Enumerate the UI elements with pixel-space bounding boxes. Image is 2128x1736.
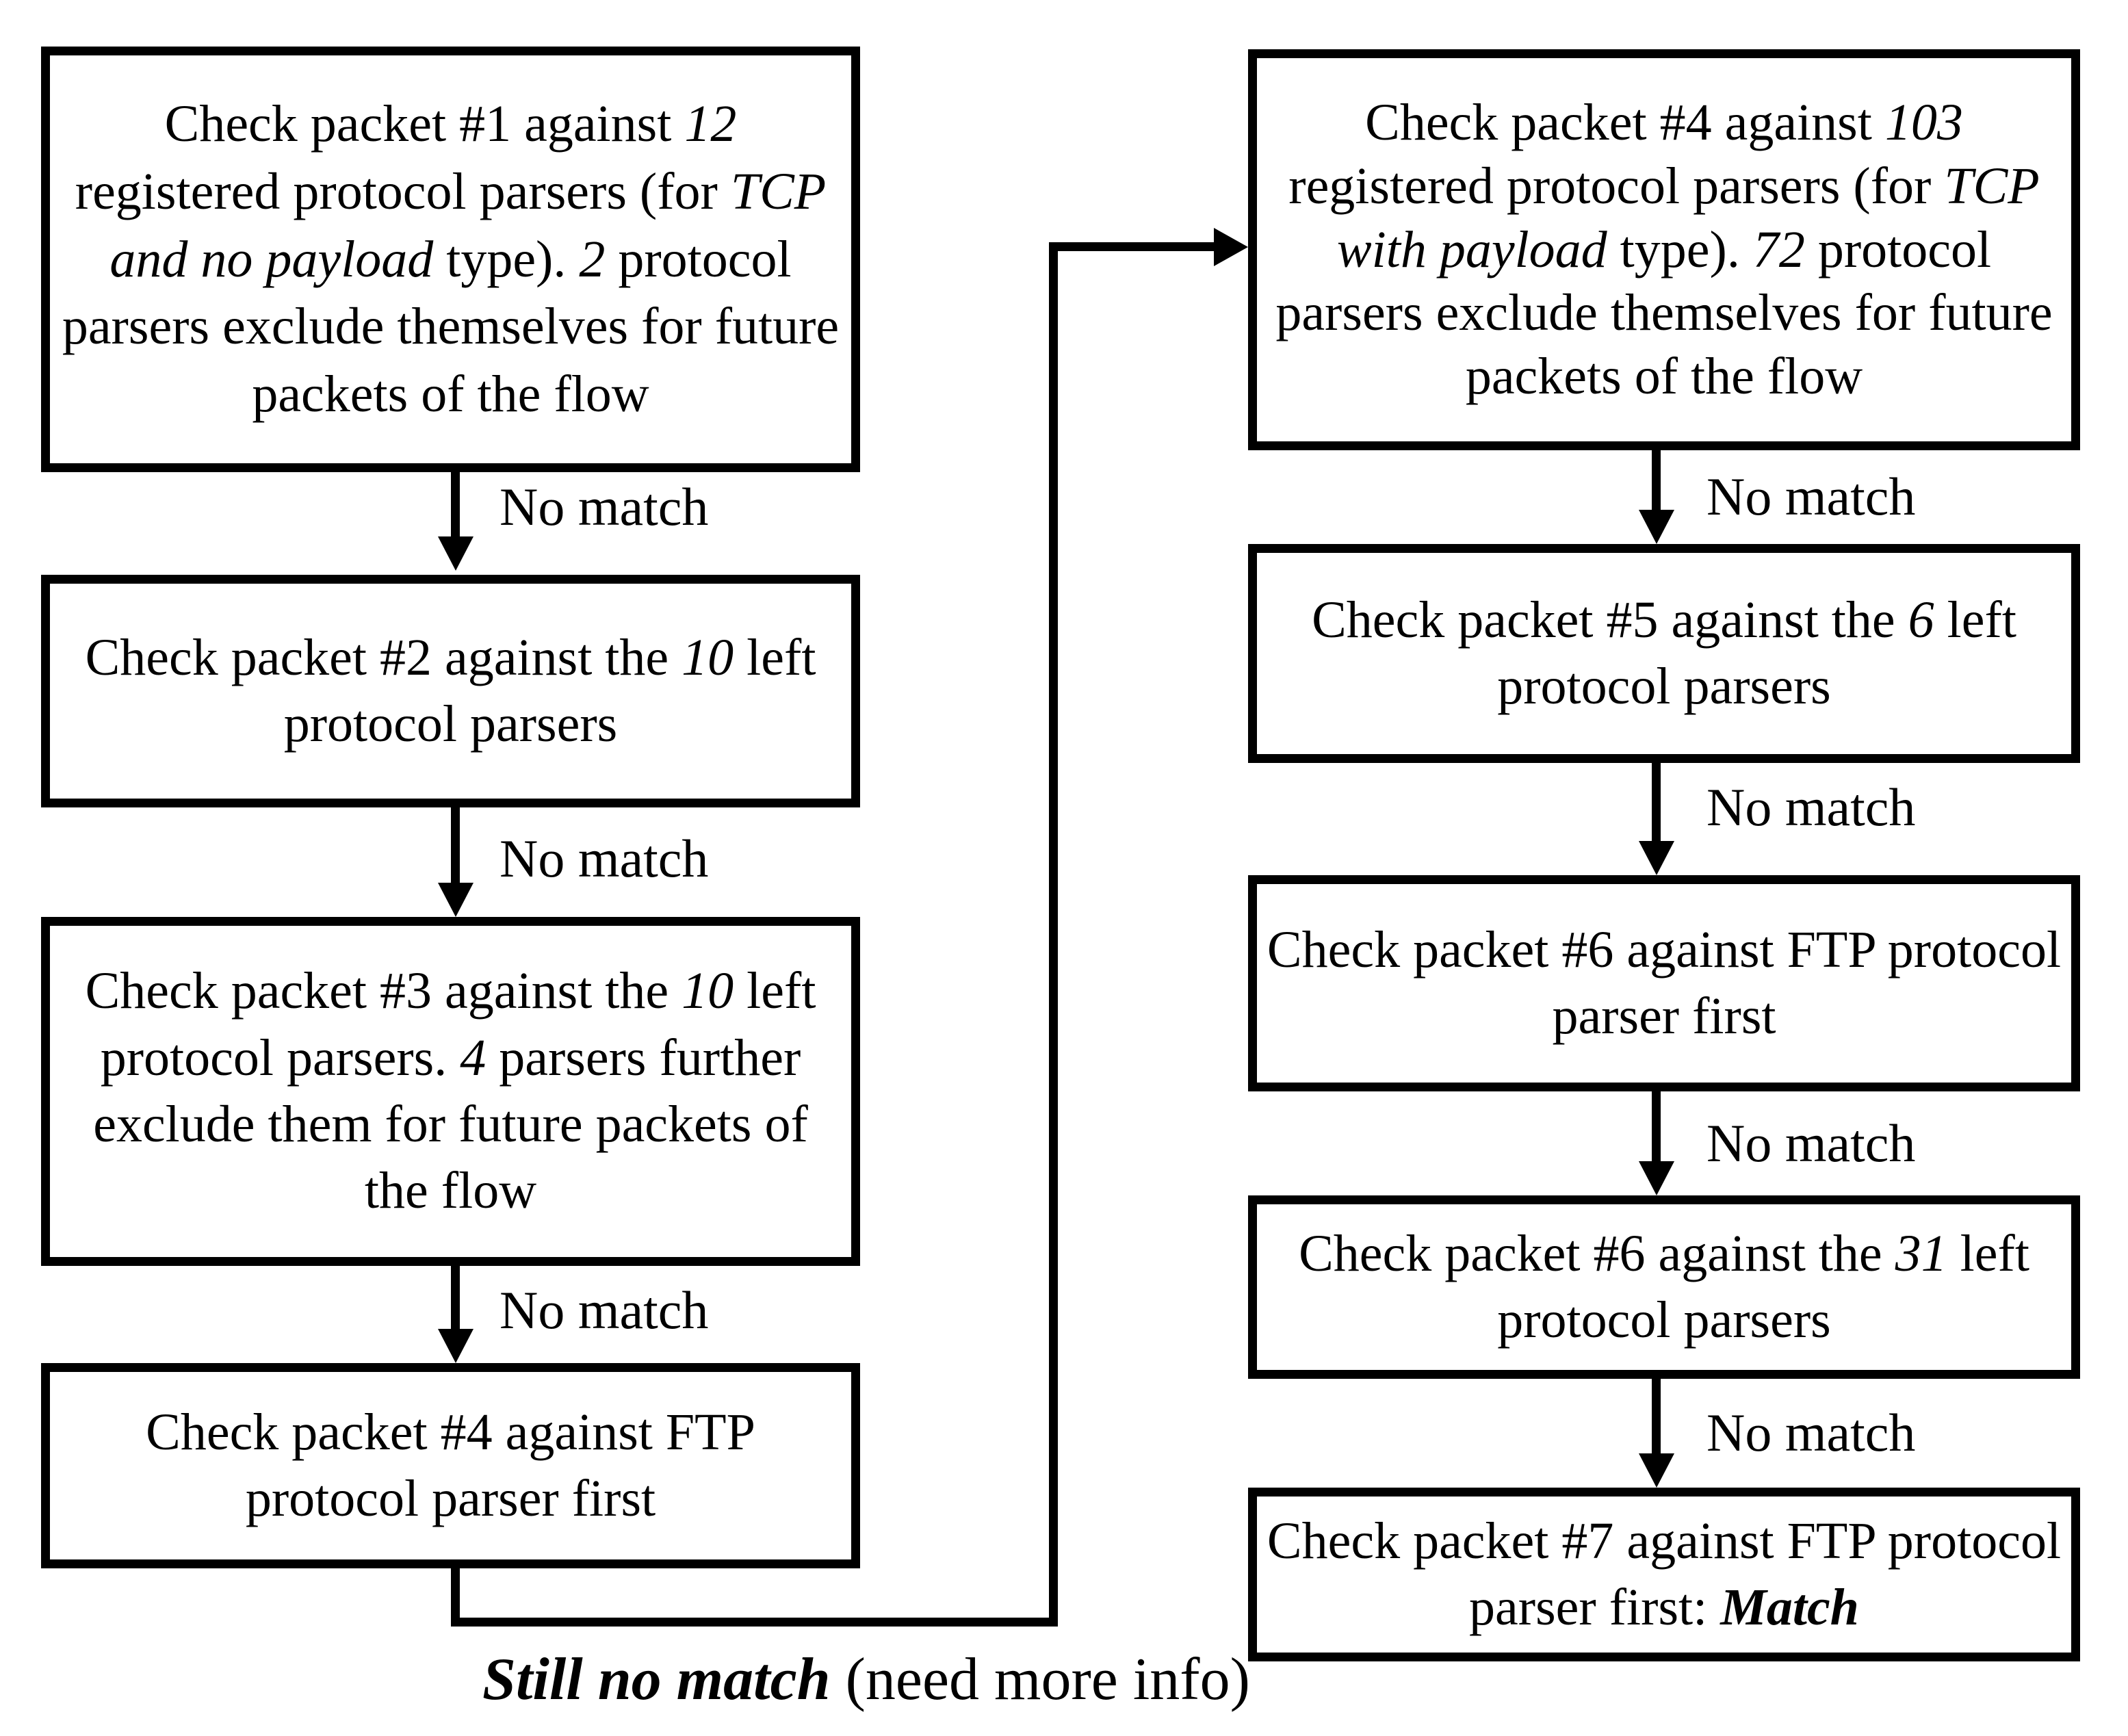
connector-bottom-segment (451, 1618, 1058, 1627)
edge-label-no-match: No match (1707, 1403, 1916, 1462)
arrow-shaft-l2-l3 (451, 807, 460, 887)
flow-box-check-packet-4-ftp: Check packet #4 against FTP protocol par… (41, 1363, 860, 1568)
arrow-shaft-r4-r5 (1652, 1379, 1661, 1458)
arrow-shaft-l1-l2 (451, 472, 460, 541)
flow-box-check-packet-6-31: Check packet #6 against the 31 left prot… (1248, 1195, 2080, 1379)
flow-box-check-packet-7-ftp-match: Check packet #7 against FTP protocol par… (1248, 1488, 2080, 1661)
arrowhead-right-into-r1 (1214, 228, 1248, 266)
arrow-shaft-l3-l4 (451, 1266, 460, 1333)
flow-box-check-packet-1: Check packet #1 against 12 registered pr… (41, 47, 860, 472)
edge-label-no-match: No match (1707, 1113, 1916, 1173)
arrowhead-down-r4-r5 (1639, 1453, 1674, 1488)
flow-box-text: Check packet #2 against the 10 left prot… (85, 628, 816, 753)
arrowhead-down-l2-l3 (438, 883, 473, 917)
flow-box-check-packet-5: Check packet #5 against the 6 left proto… (1248, 544, 2080, 763)
flow-box-check-packet-4-103: Check packet #4 against 103 registered p… (1248, 49, 2080, 450)
edge-label-no-match: No match (499, 1280, 709, 1340)
connector-riser-segment (1049, 242, 1058, 1627)
edge-label-no-match: No match (499, 829, 709, 888)
flow-box-check-packet-6-ftp: Check packet #6 against FTP protocol par… (1248, 875, 2080, 1091)
flow-box-text: Check packet #4 against 103 registered p… (1275, 94, 2053, 406)
flow-box-text: Check packet #5 against the 6 left proto… (1312, 591, 2016, 715)
edge-label-no-match: No match (1707, 777, 1916, 837)
flow-box-check-packet-2: Check packet #2 against the 10 left prot… (41, 575, 860, 807)
edge-label-no-match: No match (1707, 467, 1916, 526)
arrowhead-down-r1-r2 (1639, 510, 1674, 544)
flow-box-text: Check packet #6 against the 31 left prot… (1299, 1224, 2029, 1349)
arrowhead-down-l1-l2 (438, 536, 473, 571)
arrow-shaft-r3-r4 (1652, 1091, 1661, 1165)
flow-box-text: Check packet #4 against FTP protocol par… (146, 1403, 755, 1527)
connector-stub-from-l4 (451, 1568, 460, 1627)
arrow-shaft-r2-r3 (1652, 763, 1661, 845)
flow-box-text: Check packet #1 against 12 registered pr… (62, 95, 840, 424)
arrow-shaft-r1-r2 (1652, 450, 1661, 514)
arrowhead-down-r3-r4 (1639, 1161, 1674, 1195)
edge-label-no-match: No match (499, 477, 709, 536)
connector-top-segment (1049, 242, 1215, 251)
flow-box-check-packet-3: Check packet #3 against the 10 left prot… (41, 917, 860, 1266)
cross-edge-caption: Still no match (need more info) (482, 1646, 1250, 1713)
arrowhead-down-l3-l4 (438, 1329, 473, 1363)
flow-box-text: Check packet #6 against FTP protocol par… (1267, 920, 2062, 1045)
flow-box-text: Check packet #7 against FTP protocol par… (1267, 1512, 2062, 1636)
arrowhead-down-r2-r3 (1639, 841, 1674, 875)
flow-box-text: Check packet #3 against the 10 left prot… (85, 962, 816, 1220)
